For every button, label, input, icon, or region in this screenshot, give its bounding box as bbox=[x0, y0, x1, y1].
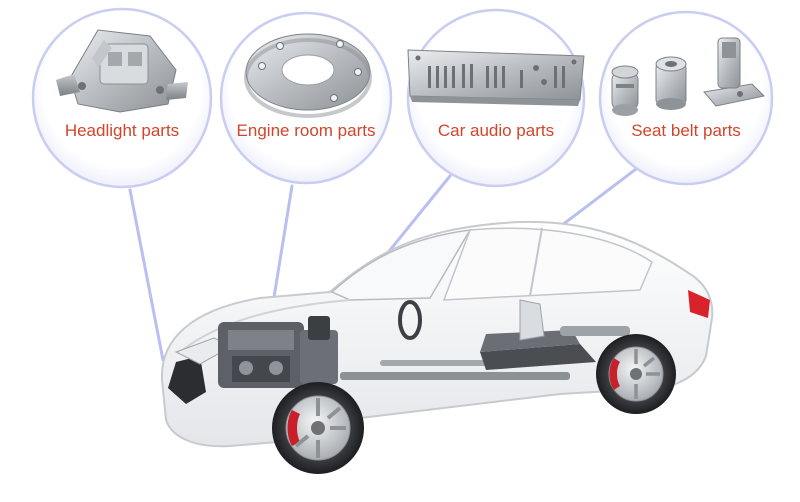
leader-line-headlight bbox=[128, 188, 165, 362]
car-audio-parts-label: Car audio parts bbox=[437, 121, 555, 140]
engine-ring-flange-part bbox=[244, 33, 372, 118]
seat-belt-anchor-part bbox=[703, 37, 766, 107]
headlight-bracket-part bbox=[56, 29, 188, 113]
rear-wheel bbox=[596, 334, 676, 414]
car-taillight bbox=[688, 290, 710, 318]
seat bbox=[519, 299, 545, 341]
headlight-parts-label: Headlight parts bbox=[64, 121, 180, 140]
seat-belt-nut-part bbox=[655, 56, 687, 110]
steering-wheel bbox=[398, 300, 422, 340]
seat-belt-fittings-part bbox=[611, 37, 766, 116]
front-wheel bbox=[272, 382, 364, 474]
car-chassis bbox=[340, 326, 630, 380]
car-side-window bbox=[442, 227, 653, 301]
engine-room-parts-label: Engine room parts bbox=[236, 121, 376, 140]
car-grille bbox=[168, 356, 206, 404]
front-brake-caliper bbox=[287, 410, 300, 446]
rear-brake-caliper bbox=[609, 358, 620, 390]
engine-block bbox=[218, 316, 338, 388]
car-illustration bbox=[160, 220, 714, 474]
seat-belt-pin-part bbox=[611, 65, 639, 116]
car-audio-faceplate-part bbox=[407, 49, 585, 106]
seat-belt-parts-label: Seat belt parts bbox=[631, 121, 741, 140]
